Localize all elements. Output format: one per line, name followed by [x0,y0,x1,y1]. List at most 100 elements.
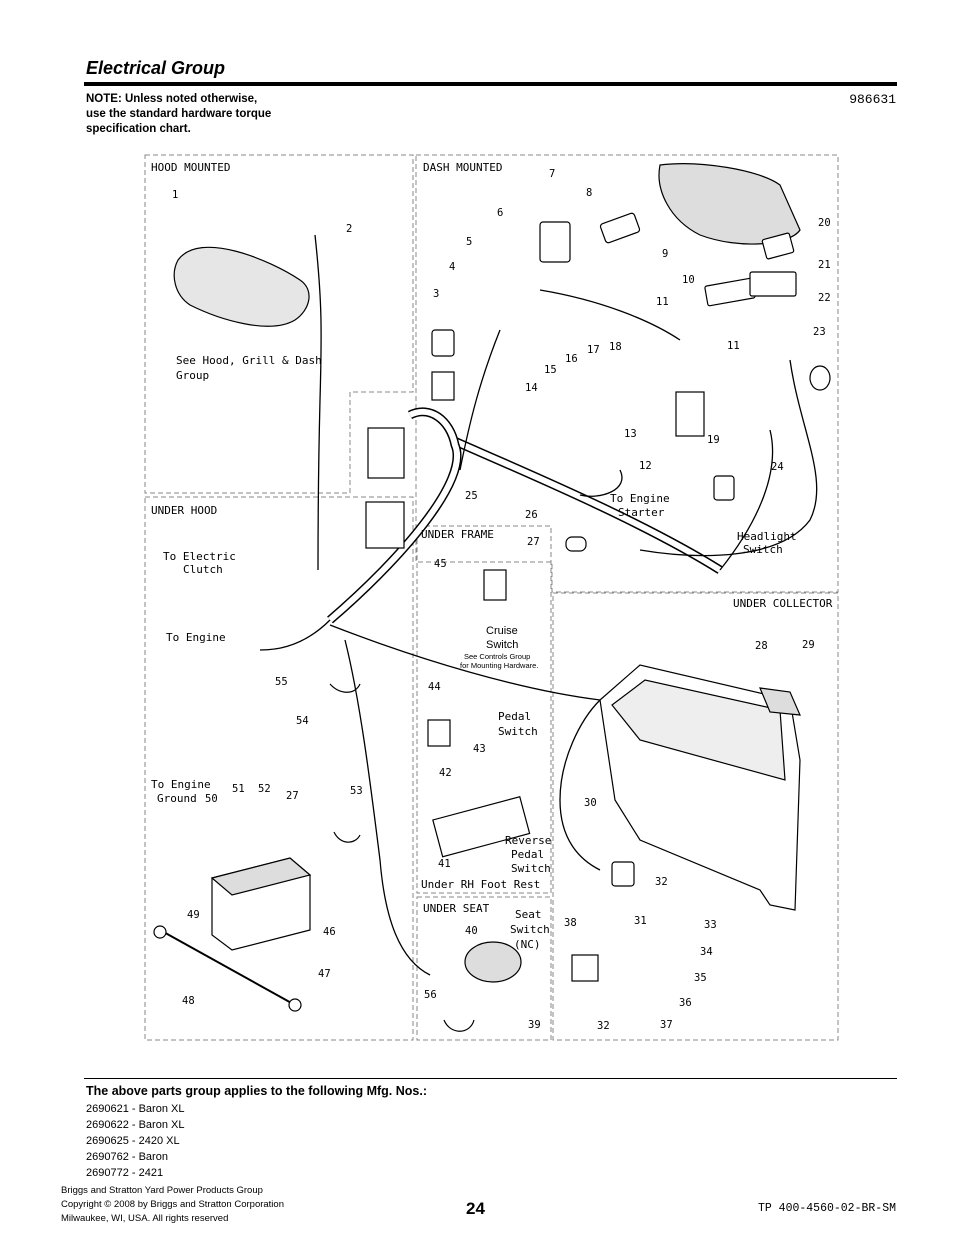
svg-text:To Engine: To Engine [151,778,211,791]
svg-text:To Engine: To Engine [610,492,670,505]
dash-mounted-panel [415,154,839,593]
section-hood-mounted: HOOD MOUNTED [151,161,230,174]
torque-note: NOTE: Unless noted otherwise, use the st… [86,93,272,135]
part-number-callout: 32 [655,876,668,888]
part-number-callout: 21 [818,259,831,271]
part-number-callout: 48 [182,995,195,1007]
svg-text:Cruise: Cruise [486,625,518,637]
part-number-callout: 35 [694,972,707,984]
part-number-callout: 50 [205,793,218,805]
part-number-callout: 55 [275,676,288,688]
svg-text:for Mounting Hardware.: for Mounting Hardware. [460,661,538,670]
part-number-callout: 44 [428,681,441,693]
part-number-callout: 30 [584,797,597,809]
title-rule [84,82,897,86]
part-number-callout: 37 [660,1019,673,1031]
part-number-callout: 3 [433,288,439,300]
part-number-callout: 4 [449,261,455,273]
part-number-callout: 41 [438,858,451,870]
part-number-callout: 47 [318,968,331,980]
model-item: 2690622 - Baron XL [86,1119,185,1131]
svg-text:Seat: Seat [515,908,542,921]
section-dash-mounted: DASH MOUNTED [423,161,502,174]
part-number-callout: 54 [296,715,309,727]
part-number-callout: 22 [818,292,831,304]
part-number-callout: 23 [813,326,826,338]
model-item: 2690625 - 2420 XL [86,1135,180,1147]
part-number-callout: 45 [434,558,447,570]
part-number-callout: 46 [323,926,336,938]
part-number-callout: 6 [497,207,503,219]
svg-text:Switch: Switch [511,862,551,875]
part-number-callout: 56 [424,989,437,1001]
part-number-callout: 24 [771,461,784,473]
part-number-callout: 26 [525,509,538,521]
svg-text:Ground: Ground [157,792,197,805]
svg-text:Starter: Starter [618,506,665,519]
part-number-callout: 1 [172,189,178,201]
part-number-callout: 11 [727,340,740,352]
part-number-callout: 32 [597,1020,610,1032]
svg-text:Group: Group [176,369,209,382]
svg-text:To Electric: To Electric [163,550,236,563]
svg-text:Clutch: Clutch [183,563,223,576]
part-number-callout: 43 [473,743,486,755]
under-collector-panel [552,592,839,1041]
page-title: Electrical Group [86,58,226,78]
part-number-callout: 14 [525,382,538,394]
part-number-callout: 42 [439,767,452,779]
model-item: 2690772 - 2421 [86,1167,164,1179]
svg-text:Switch: Switch [743,543,783,556]
part-number-callout: 11 [656,296,669,308]
part-number-callout: 18 [609,341,622,353]
applies-rule [84,1078,897,1079]
part-number-callout: 20 [818,217,831,229]
footer-copyright: Briggs and Stratton Yard Power Products … [61,1185,284,1224]
electrical-parts-diagram: HOOD MOUNTED DASH MOUNTED UNDER HOOD UND… [144,154,839,1041]
part-number-callout: 40 [465,925,478,937]
svg-text:Switch: Switch [510,923,550,936]
part-number-callout: 5 [466,236,472,248]
svg-text:See Controls Group: See Controls Group [464,652,530,661]
model-item: 2690762 - Baron [86,1151,168,1163]
part-number-callout: 8 [586,187,592,199]
part-number-callout: 17 [587,344,600,356]
svg-text:Switch: Switch [498,725,538,738]
part-number-callout: 29 [802,639,815,651]
part-number-callout: 52 [258,783,271,795]
under-frame-panel [416,525,552,894]
svg-text:Pedal: Pedal [511,848,544,861]
svg-text:Switch: Switch [486,639,518,651]
part-number-callout: 51 [232,783,245,795]
part-number-callout: 27 [527,536,540,548]
part-number-callout: 13 [624,428,637,440]
part-number-callout: 49 [187,909,200,921]
part-number-callout: 2 [346,223,352,235]
part-number-callout: 10 [682,274,695,286]
part-number-callout: 39 [528,1019,541,1031]
part-number-callout: 33 [704,919,717,931]
section-under-frame: UNDER FRAME [421,528,494,541]
part-number-callout: 9 [662,248,668,260]
section-under-seat: UNDER SEAT [423,902,490,915]
part-number-callout: 25 [465,490,478,502]
model-list: 2690621 - Baron XL 2690622 - Baron XL 26… [86,1101,184,1181]
under-hood-panel [144,496,414,1041]
model-item: 2690621 - Baron XL [86,1103,185,1115]
part-number-callout: 38 [564,917,577,929]
part-number-callout: 36 [679,997,692,1009]
under-seat-panel [416,896,552,1041]
document-id: TP 400-4560-02-BR-SM [757,1202,896,1215]
part-number-callout: 27 [286,790,299,802]
part-number-callout: 16 [565,353,578,365]
svg-text:To Engine: To Engine [166,631,226,644]
page-number: 24 [466,1199,485,1218]
section-under-collector: UNDER COLLECTOR [733,597,833,610]
part-number-callout: 7 [549,168,555,180]
svg-text:Reverse: Reverse [505,834,551,847]
part-number-callout: 53 [350,785,363,797]
part-number-callout: 12 [639,460,652,472]
part-number-callout: 31 [634,915,647,927]
section-under-hood: UNDER HOOD [151,504,217,517]
svg-text:See Hood, Grill & Dash: See Hood, Grill & Dash [176,354,322,367]
